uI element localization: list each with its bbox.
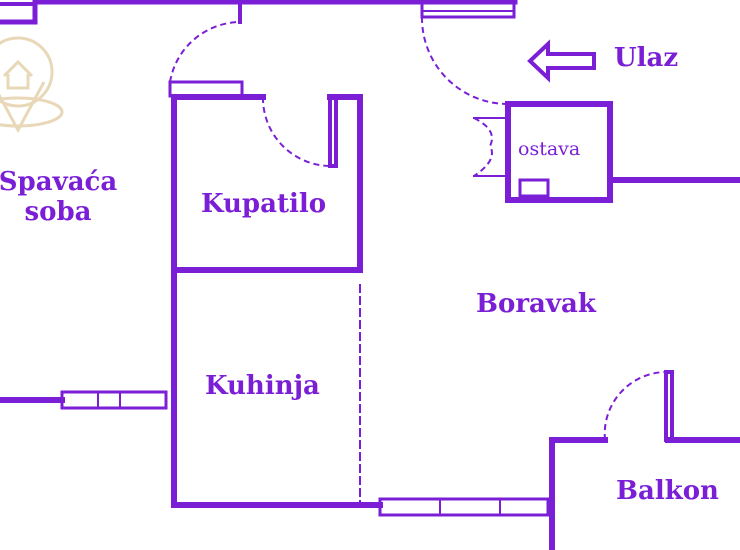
living-room-label: Boravak bbox=[476, 289, 596, 319]
bedroom-label: Spavaća soba bbox=[0, 167, 128, 228]
bedroom-label-line2: soba bbox=[24, 196, 92, 227]
storage-label: ostava bbox=[518, 138, 581, 160]
door-swings bbox=[169, 16, 667, 441]
entrance-label: Ulaz bbox=[614, 43, 679, 73]
bedroom-label-line1: Spavaća bbox=[0, 167, 118, 197]
kitchen-label: Kuhinja bbox=[205, 371, 320, 401]
balcony-label: Balkon bbox=[616, 476, 719, 506]
entrance-arrow-icon bbox=[527, 39, 596, 83]
bathroom-label: Kupatilo bbox=[201, 189, 327, 219]
house-pin-icon bbox=[0, 36, 64, 134]
